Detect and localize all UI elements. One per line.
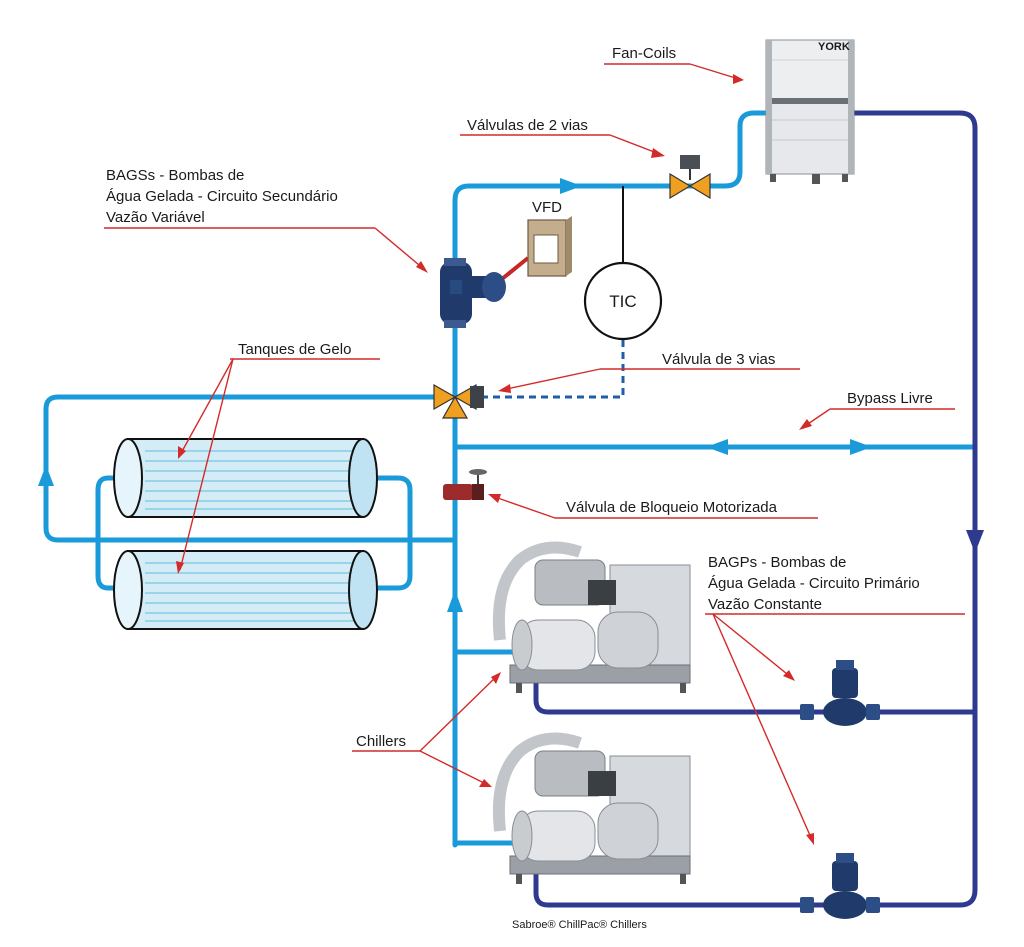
bagps-label-line-2: Água Gelada - Circuito Primário [708, 575, 920, 592]
bagps-label-line-3: Vazão Constante [708, 596, 822, 613]
tank-inlet-pipe [95, 475, 125, 591]
ice-tank-top [113, 438, 378, 518]
ice-tank-bottom [113, 550, 378, 630]
return-pipe [533, 110, 978, 908]
york-logo-text: YORK [818, 41, 850, 53]
shutoff-valve-label: Válvula de Bloqueio Motorizada [566, 499, 778, 516]
chiller-1-return-pipe [533, 669, 978, 715]
flow-arrow-bypass-left [706, 439, 728, 455]
bypass-label: Bypass Livre [847, 390, 933, 407]
vfd-label: VFD [532, 199, 562, 216]
flow-arrow-bypass-right [850, 439, 872, 455]
tank-outlet-pipe [361, 475, 413, 591]
tic-label: TIC [609, 292, 636, 311]
chillers-caption: Sabroe® ChillPac® Chillers [512, 919, 647, 931]
flow-arrow-down-return [966, 530, 984, 553]
fan-coils-label: Fan-Coils [612, 45, 676, 62]
ice-tanks-label: Tanques de Gelo [238, 341, 351, 358]
bagss-label-line-2: Água Gelada - Circuito Secundário [106, 188, 338, 205]
tic-control-dashed-line [483, 340, 625, 399]
two-way-valve [669, 155, 711, 200]
flow-arrows [38, 178, 984, 612]
chillers-label: Chillers [356, 733, 406, 750]
motorized-shutoff-valve [443, 469, 487, 500]
chiller-2 [492, 732, 691, 884]
bagss-label-line-3: Vazão Variável [106, 209, 205, 226]
flow-arrow-up-tank-loop [38, 465, 54, 486]
primary-pump-1 [800, 660, 880, 726]
flow-arrow-right [560, 178, 582, 194]
bagps-label-line-1: BAGPs - Bombas de [708, 554, 846, 571]
chiller-1 [492, 541, 691, 693]
fan-coil-unit: YORK [765, 39, 855, 184]
leader-lines [104, 63, 965, 845]
secondary-pump-bagss [440, 258, 506, 328]
flow-arrow-up-main [447, 590, 463, 612]
bagss-label-line-1: BAGSs - Bombas de [106, 167, 244, 184]
text-labels: Fan-Coils Válvulas de 2 vias BAGSs - Bom… [106, 45, 933, 931]
vfd-drive: VFD [527, 199, 572, 277]
secondary-supply-pipe [452, 110, 775, 848]
two-way-valves-label: Válvulas de 2 vias [467, 117, 588, 134]
three-way-valve-label: Válvula de 3 vias [662, 351, 775, 368]
three-way-valve [433, 383, 484, 419]
primary-pump-2 [800, 853, 880, 919]
tic-controller: TIC [583, 261, 663, 341]
